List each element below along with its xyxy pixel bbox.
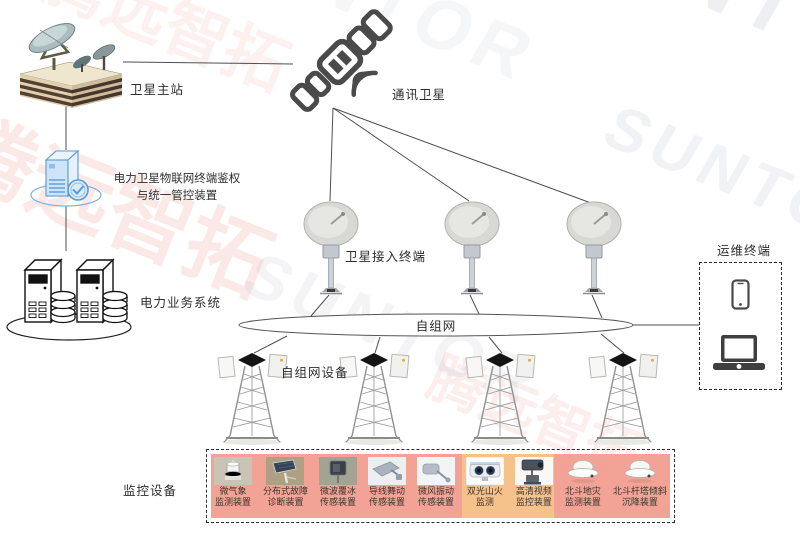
station-dish-small-2 <box>92 44 116 70</box>
satellite-dish-terminal-icon <box>441 200 503 298</box>
adhoc-network-label: 自组网 <box>415 319 457 334</box>
galloping-sensor-icon <box>367 457 406 485</box>
building-slab <box>19 61 123 108</box>
auth-server-icon <box>28 148 120 210</box>
monitor-devices-box: 微气象监测装置 分布式故障诊断装置 <box>206 449 675 523</box>
icing-sensor-icon <box>318 457 357 485</box>
satellite-label: 通讯卫星 <box>392 88 447 102</box>
monitor-device-dual-fire-camera: 双光山火监测 <box>465 457 504 507</box>
vibration-sensor-icon <box>416 457 455 485</box>
server-cluster-icon <box>5 252 145 342</box>
satellite-dish-terminal-icon <box>563 200 625 298</box>
earth-station-icon <box>10 12 128 110</box>
database-icon <box>102 290 128 324</box>
radio-tower-icon <box>330 350 418 446</box>
adhoc-device-label: 自组网设备 <box>281 366 349 380</box>
master-station-label: 卫星主站 <box>130 83 185 97</box>
monitor-device-vibration-sensor: 微风振动传感装置 <box>416 457 455 507</box>
station-dish-large <box>28 23 76 70</box>
auth-device-label-line1: 电力卫星物联网终端鉴权 <box>113 173 241 185</box>
auth-device-label-line2: 与统一管控装置 <box>136 189 218 202</box>
auth-device-label: 电力卫星物联网终端鉴权 与统一管控装置 <box>111 171 243 204</box>
monitor-device-hd-video-camera: 高清视频监控装置 <box>514 457 553 507</box>
radio-tower-icon <box>208 350 296 446</box>
beidou-dome-icon <box>624 460 656 483</box>
server-tower <box>23 258 63 324</box>
radio-tower-icon <box>579 350 667 446</box>
database-icon <box>50 290 76 324</box>
beidou-dome-icon <box>567 460 599 483</box>
monitor-group-label: 监控设备 <box>123 484 178 498</box>
fault-diagnosis-icon <box>266 457 305 485</box>
satellite-dish-terminal-icon <box>300 200 362 298</box>
communication-satellite-icon <box>285 8 395 118</box>
om-terminal-box <box>699 262 782 390</box>
dual-camera-icon <box>465 457 504 485</box>
ptz-camera-icon <box>514 457 553 485</box>
power-system-label: 电力业务系统 <box>140 296 222 310</box>
laptop-icon <box>713 335 765 370</box>
micro-weather-icon <box>214 457 252 485</box>
monitor-device-micro-weather: 微气象监测装置 <box>214 457 252 507</box>
monitor-device-icing-sensor: 微波覆冰传感装置 <box>318 457 357 507</box>
access-terminal-label: 卫星接入终端 <box>345 250 427 264</box>
check-badge-icon <box>67 179 89 201</box>
monitor-devices-strip: 微气象监测装置 分布式故障诊断装置 <box>211 454 670 518</box>
radio-tower-icon <box>456 350 544 446</box>
monitor-device-beidou-geohazard: 北斗地灾监测装置 <box>564 457 602 507</box>
monitor-device-distributed-fault: 分布式故障诊断装置 <box>263 457 308 507</box>
station-dish-small-1 <box>73 55 91 72</box>
om-terminal-label: 运维终端 <box>717 244 772 258</box>
monitor-device-beidou-tilt: 北斗杆塔倾斜沉降装置 <box>613 457 667 507</box>
monitor-device-galloping-sensor: 导线舞动传感装置 <box>367 457 406 507</box>
smartphone-icon <box>731 279 750 310</box>
